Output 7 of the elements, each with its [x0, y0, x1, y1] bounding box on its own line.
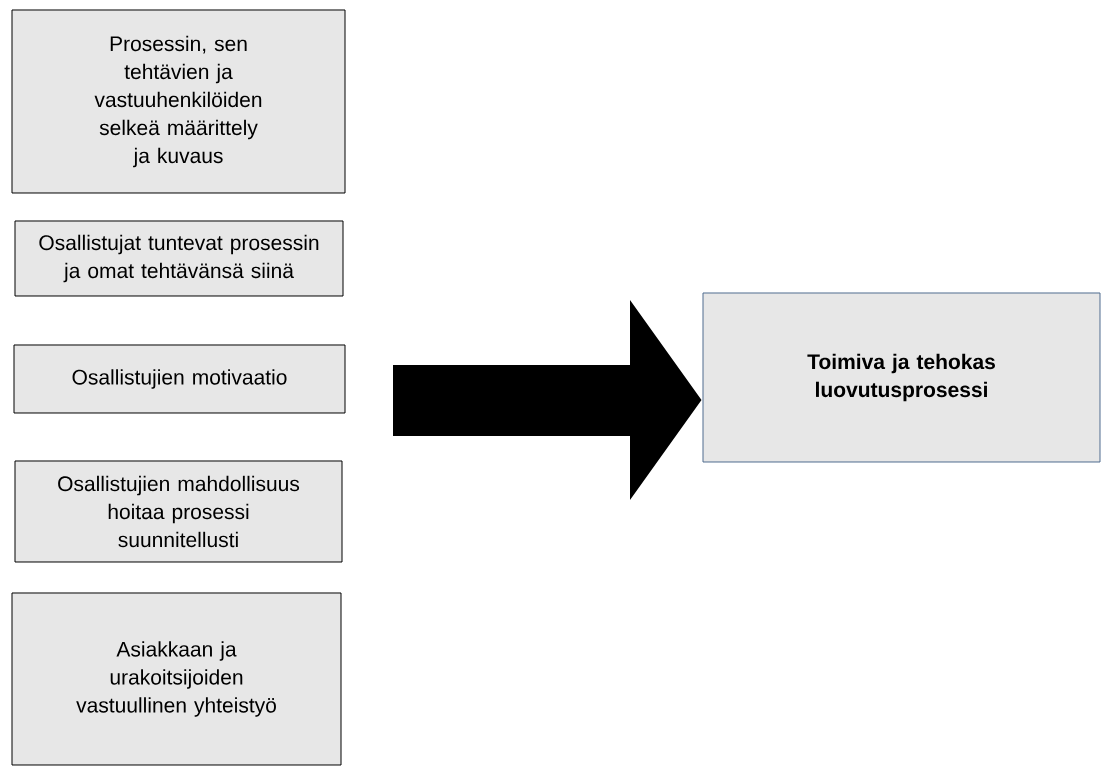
factor-box: Osallistujien mahdollisuus hoitaa prosessi suunnitellusti — [14, 460, 343, 563]
block-arrow — [393, 300, 702, 500]
result-box: Toimiva ja tehokas luovutusprosessi — [702, 292, 1101, 463]
factor-box: Prosessin, sen tehtävien ja vastuuhenkilöiden selkeä määrittely ja kuvaus — [11, 9, 346, 194]
factor-box: Osallistujien motivaatio — [13, 344, 346, 414]
factor-box: Osallistujat tuntevat prosessin ja omat tehtävänsä siinä — [14, 220, 344, 297]
factor-box: Asiakkaan ja urakoitsijoiden vastuullinen yhteistyö — [11, 592, 342, 766]
